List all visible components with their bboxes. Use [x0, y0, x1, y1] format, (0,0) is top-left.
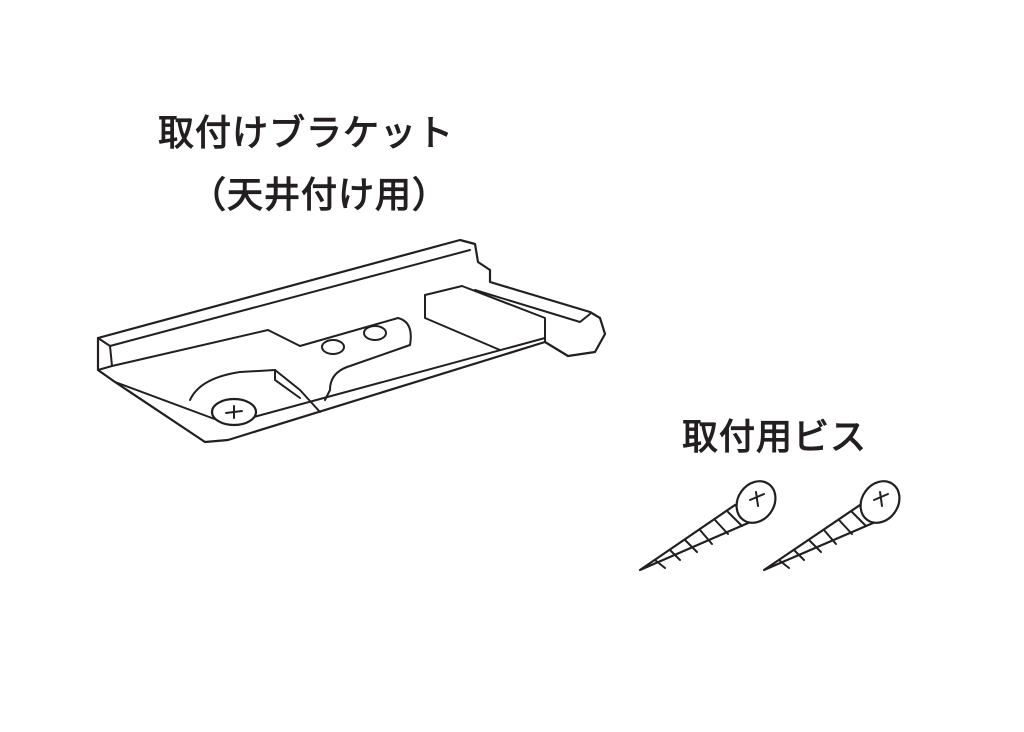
screw-illustration-1	[638, 480, 777, 572]
screws-title: 取付用ビス	[682, 417, 868, 458]
mounting-bracket-illustration	[96, 238, 607, 444]
bracket-title: 取付けブラケット	[158, 113, 455, 154]
screw-illustration-2	[762, 480, 901, 572]
bracket-subtitle: （天井付け用）	[190, 175, 450, 216]
